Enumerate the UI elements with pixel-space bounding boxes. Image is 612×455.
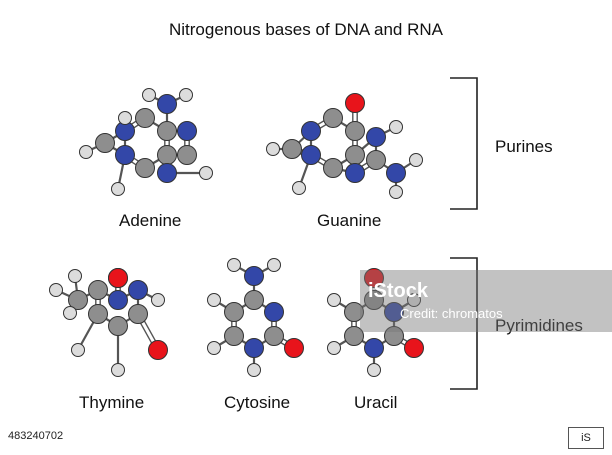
thymine-hydrogen-atom [49, 283, 63, 297]
thymine-oxygen-atom [148, 340, 168, 360]
cytosine-oxygen-atom [284, 338, 304, 358]
guanine-carbon-atom [282, 139, 302, 159]
adenine-carbon-atom [95, 133, 115, 153]
cytosine-carbon-atom [244, 290, 264, 310]
uracil-oxygen-atom [404, 338, 424, 358]
guanine-carbon-atom [366, 150, 386, 170]
label-uracil: Uracil [354, 393, 398, 412]
thymine-carbon-atom [88, 280, 108, 300]
cytosine-hydrogen-atom [207, 293, 221, 307]
thymine-hydrogen-atom [63, 306, 77, 320]
cytosine-nitrogen-atom [244, 266, 264, 286]
guanine-hydrogen-atom [389, 185, 403, 199]
guanine-hydrogen-atom [409, 153, 423, 167]
guanine-oxygen-atom [345, 93, 365, 113]
uracil-carbon-atom [384, 326, 404, 346]
uracil-hydrogen-atom [407, 293, 421, 307]
guanine-hydrogen-atom [389, 120, 403, 134]
label-cytosine: Cytosine [224, 393, 291, 412]
purines-bracket [450, 77, 478, 210]
cytosine-nitrogen-atom [244, 338, 264, 358]
guanine-nitrogen-atom [386, 163, 406, 183]
guanine-nitrogen-atom [366, 127, 386, 147]
cytosine-carbon-atom [224, 326, 244, 346]
label-purines: Purines [495, 137, 553, 156]
thymine-hydrogen-atom [151, 293, 165, 307]
cytosine-hydrogen-atom [247, 363, 261, 377]
guanine-nitrogen-atom [345, 163, 365, 183]
cytosine-carbon-atom [224, 302, 244, 322]
guanine-hydrogen-atom [266, 142, 280, 156]
thymine-nitrogen-atom [108, 290, 128, 310]
uracil-nitrogen-atom [384, 302, 404, 322]
thymine-hydrogen-atom [68, 269, 82, 283]
guanine-carbon-atom [323, 108, 343, 128]
thymine-carbon-atom [108, 316, 128, 336]
thymine-carbon-atom [68, 290, 88, 310]
uracil-carbon-atom [344, 302, 364, 322]
guanine-carbon-atom [345, 121, 365, 141]
adenine-carbon-atom [135, 108, 155, 128]
thymine-oxygen-atom [108, 268, 128, 288]
cytosine-carbon-atom [264, 326, 284, 346]
adenine-nitrogen-atom [157, 94, 177, 114]
adenine-hydrogen-atom [199, 166, 213, 180]
label-guanine: Guanine [317, 211, 382, 230]
adenine-hydrogen-atom [118, 111, 132, 125]
guanine-carbon-atom [345, 145, 365, 165]
watermark: iStock Credit: chromatos [360, 270, 612, 332]
adenine-hydrogen-atom [179, 88, 193, 102]
adenine-carbon-atom [177, 145, 197, 165]
thymine-hydrogen-atom [111, 363, 125, 377]
adenine-carbon-atom [157, 145, 177, 165]
stock-footer: 483240702 iS [0, 422, 612, 455]
adenine-nitrogen-atom [115, 145, 135, 165]
adenine-carbon-atom [135, 158, 155, 178]
label-thymine: Thymine [79, 393, 145, 412]
label-adenine: Adenine [119, 211, 182, 230]
stock-id: 483240702 [8, 430, 64, 442]
adenine-hydrogen-atom [79, 145, 93, 159]
uracil-hydrogen-atom [327, 293, 341, 307]
adenine-hydrogen-atom [142, 88, 156, 102]
thymine-carbon-atom [88, 304, 108, 324]
cytosine-nitrogen-atom [264, 302, 284, 322]
guanine-nitrogen-atom [301, 121, 321, 141]
cytosine-hydrogen-atom [207, 341, 221, 355]
thymine-carbon-atom [128, 304, 148, 324]
adenine-carbon-atom [157, 121, 177, 141]
diagram-title: Nitrogenous bases of DNA and RNA [168, 20, 444, 39]
adenine-hydrogen-atom [111, 182, 125, 196]
uracil-nitrogen-atom [364, 338, 384, 358]
cytosine-hydrogen-atom [267, 258, 281, 272]
watermark-credit: Credit: chromatos [400, 306, 503, 321]
guanine-hydrogen-atom [292, 181, 306, 195]
guanine-nitrogen-atom [301, 145, 321, 165]
uracil-hydrogen-atom [367, 363, 381, 377]
uracil-carbon-atom [364, 290, 384, 310]
stock-logo: iS [568, 427, 604, 449]
label-pyrimidines: Pyrimidines [495, 316, 583, 335]
thymine-hydrogen-atom [71, 343, 85, 357]
adenine-nitrogen-atom [157, 163, 177, 183]
pyrimidines-bracket [450, 257, 478, 390]
guanine-carbon-atom [323, 158, 343, 178]
uracil-oxygen-atom [364, 268, 384, 288]
thymine-nitrogen-atom [128, 280, 148, 300]
watermark-brand: iStock [368, 280, 429, 302]
cytosine-hydrogen-atom [227, 258, 241, 272]
uracil-carbon-atom [344, 326, 364, 346]
adenine-nitrogen-atom [177, 121, 197, 141]
uracil-hydrogen-atom [327, 341, 341, 355]
